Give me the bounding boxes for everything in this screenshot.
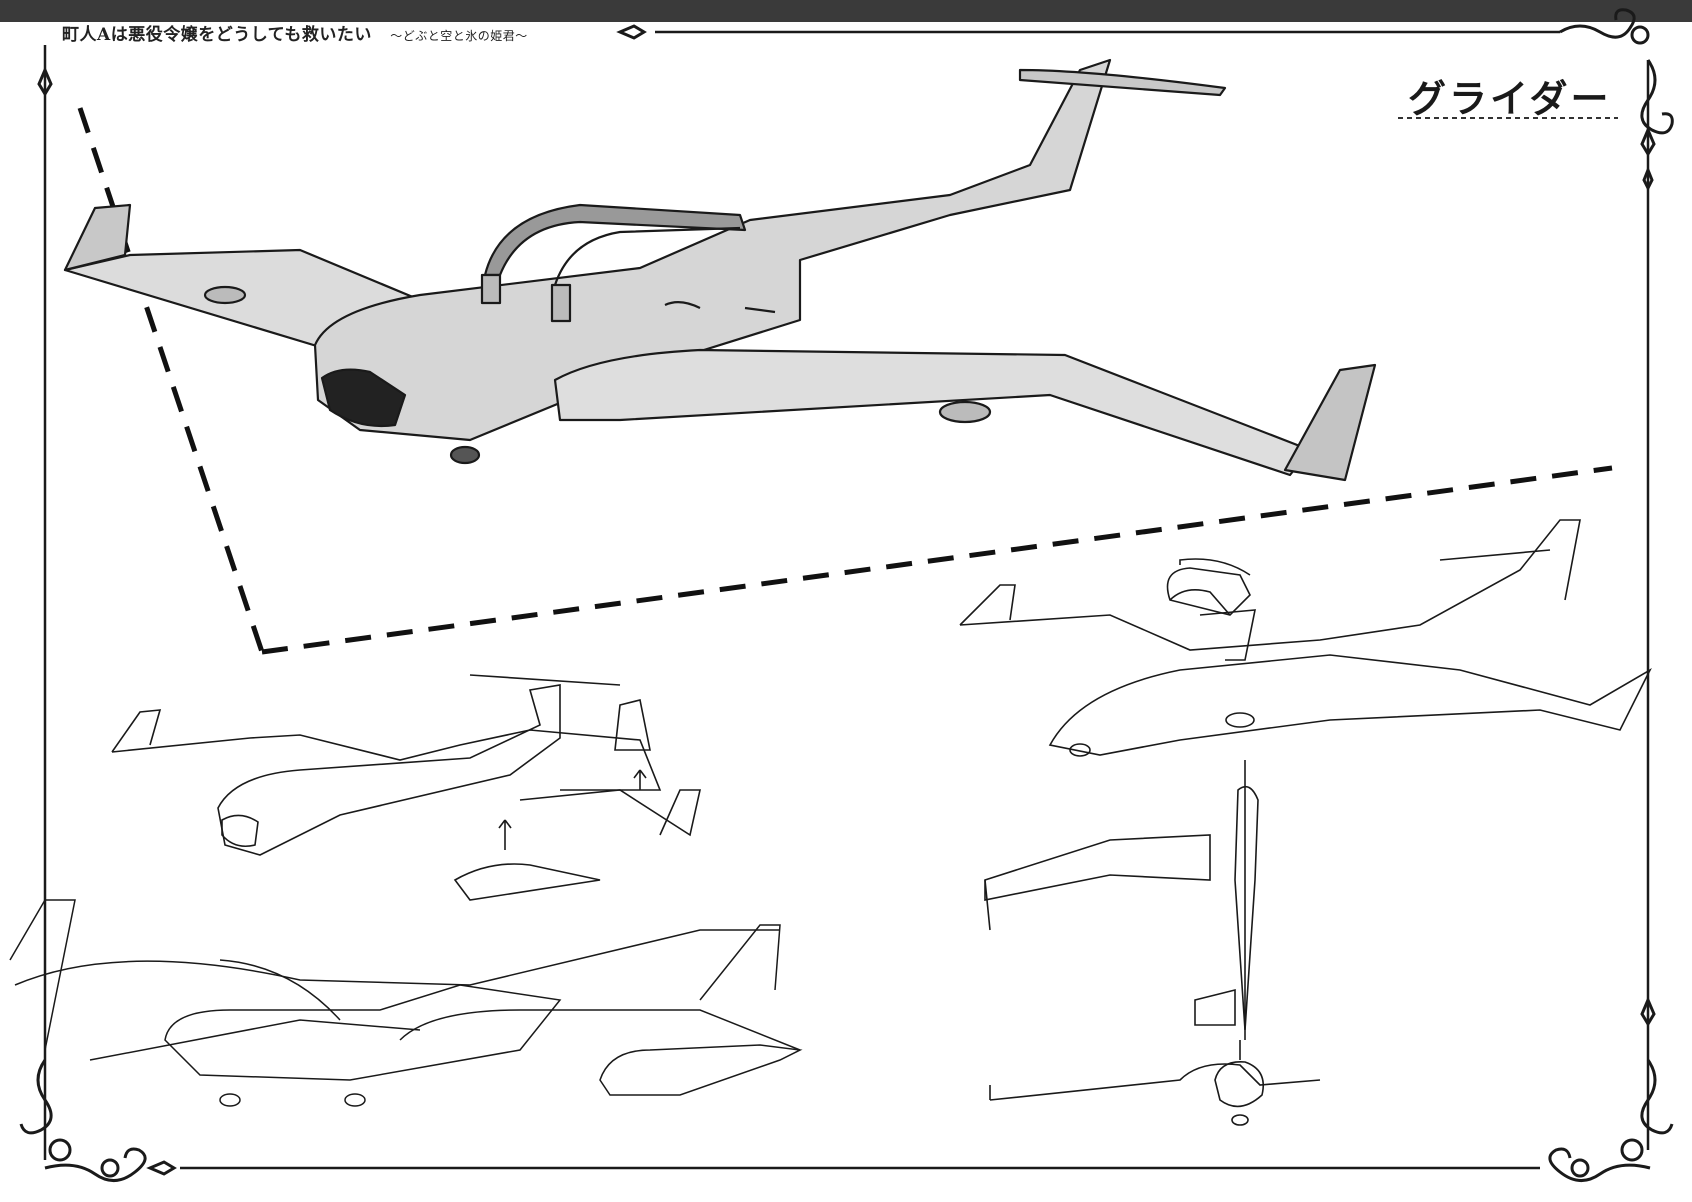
glider-top-view <box>984 760 1259 1040</box>
glider-sketch-left <box>111 674 701 901</box>
corner-ornament-bottom-right <box>1548 996 1674 1182</box>
dashed-divider <box>77 107 1613 655</box>
header-subtitle: ～どぶと空と氷の姫君～ <box>390 29 528 43</box>
header-title: 町人Aは悪役令嬢をどうしても救いたい ～どぶと空と氷の姫君～ <box>62 20 528 45</box>
glider-front-view <box>989 1040 1321 1126</box>
corner-ornament-bottom-left <box>19 1059 177 1182</box>
corner-ornament-top-right <box>1559 8 1674 192</box>
top-bar <box>0 0 1692 22</box>
glider-rough-sketch-bottom <box>9 899 803 1107</box>
header-title-text: 町人Aは悪役令嬢をどうしても救いたい <box>62 25 372 45</box>
page-frame <box>43 30 1650 1170</box>
corner-ornament-top-left <box>37 24 647 97</box>
section-title: グライダー <box>1408 76 1612 121</box>
glider-sketch-right <box>959 519 1652 757</box>
glider-main-illustration <box>63 58 1377 482</box>
